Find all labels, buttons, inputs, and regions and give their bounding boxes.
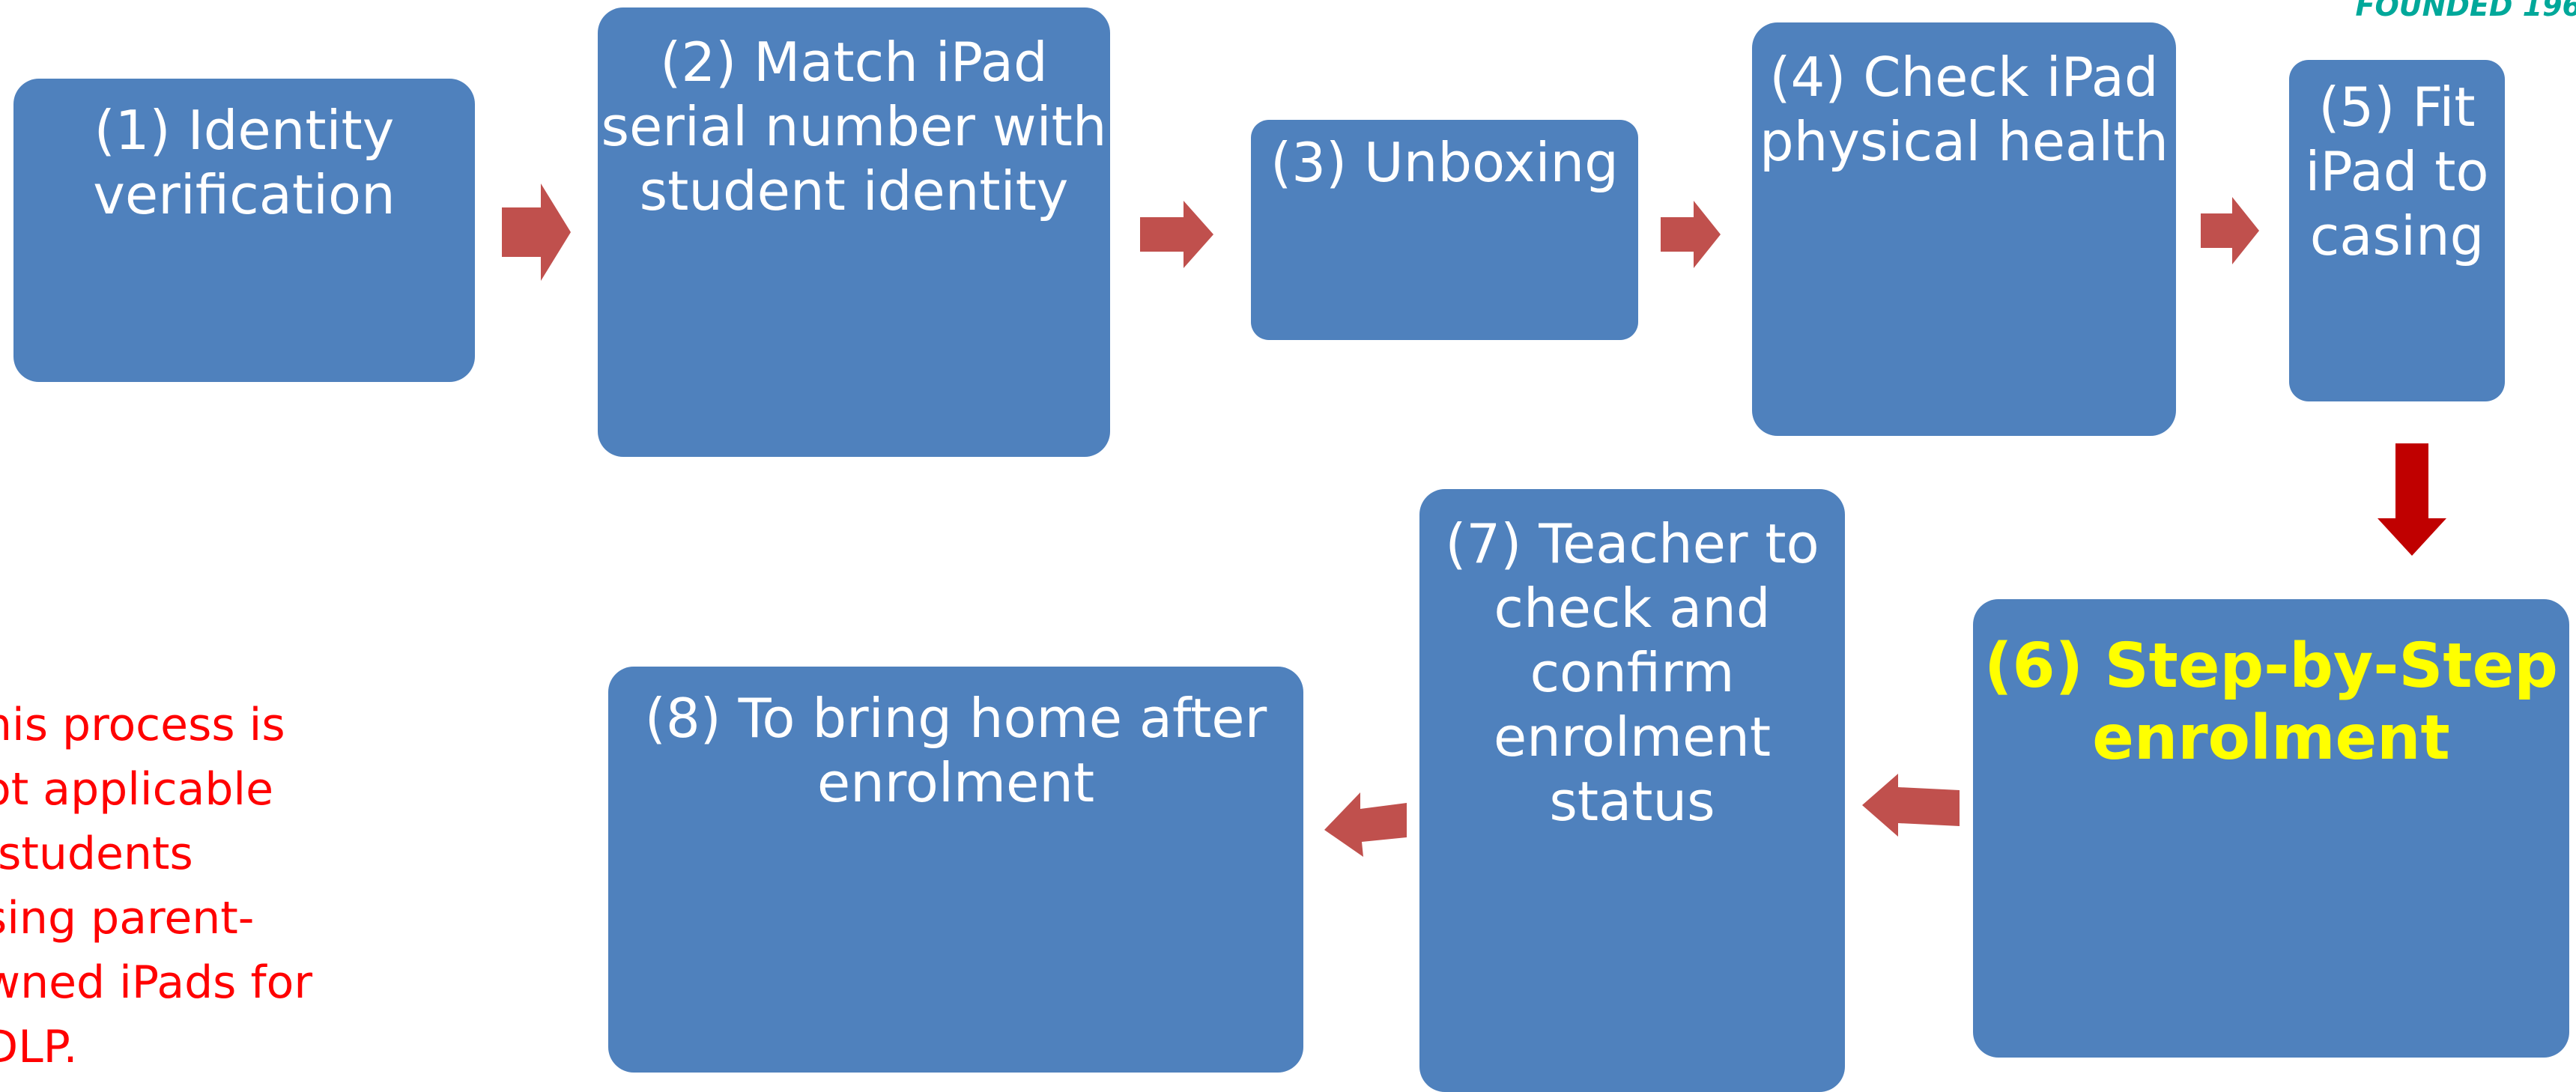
step-1-label-line1: (1) Identity [94,99,395,162]
arrow-right-icon [1140,201,1213,268]
step-1-box: (1) Identity verification [13,79,475,382]
step-1-label-line2: verification [93,163,396,226]
step-4-label-line1: (4) Check iPad [1769,46,2159,109]
step-8-box: (8) To bring home after enrolment [608,667,1303,1073]
step-7-label-line2: check and [1494,577,1771,640]
logo-founded-text: FOUNDED 196 [2355,0,2576,22]
step-5-box: (5) Fit iPad to casing [2289,60,2505,401]
note-line1: his process is [0,699,285,751]
step-5-label-line2: iPad to [2305,140,2489,203]
step-2-label-line1: (2) Match iPad [660,31,1048,94]
note-line6: DLP. [0,1021,78,1073]
note-line2: ot applicable [0,763,274,816]
step-2-label-line2: serial number with [601,95,1107,158]
arrow-right-icon [1661,201,1721,268]
step-8-label-line1: (8) To bring home after [644,687,1267,750]
arrow-right-icon [502,183,571,281]
step-7-label-line1: (7) Teacher to [1445,512,1819,575]
arrow-left-icon [1862,774,1960,837]
step-7-box: (7) Teacher to check and confirm enrolme… [1419,489,1845,1092]
step-5-label-line1: (5) Fit [2318,76,2476,139]
step-4-label-line2: physical health [1760,110,2169,173]
step-8-label-line2: enrolment [816,751,1095,814]
step-5-label-line3: casing [2309,204,2485,267]
step-6-box: (6) Step-by-Step enrolment [1973,599,2569,1058]
step-7-label-line4: enrolment [1493,706,1772,768]
step-3-box: (3) Unboxing [1251,120,1638,340]
note-text: his process is ot applicable students si… [0,693,313,1079]
note-line4: sing parent- [0,892,255,944]
step-2-box: (2) Match iPad serial number with studen… [598,7,1110,457]
step-3-label-line1: (3) Unboxing [1270,131,1619,194]
step-6-label-line2: enrolment [2092,703,2450,774]
step-7-label-line3: confirm [1530,641,1735,704]
step-6-label-line1: (6) Step-by-Step [1984,631,2558,702]
arrow-down-icon [2378,443,2446,556]
note-line3: students [0,828,193,880]
step-2-label-line3: student identity [639,160,1069,222]
note-line5: wned iPads for [0,956,313,1009]
step-7-label-line5: status [1549,770,1715,833]
arrow-right-icon [2201,197,2259,264]
arrow-left-icon [1324,792,1407,857]
step-4-box: (4) Check iPad physical health [1752,22,2176,436]
